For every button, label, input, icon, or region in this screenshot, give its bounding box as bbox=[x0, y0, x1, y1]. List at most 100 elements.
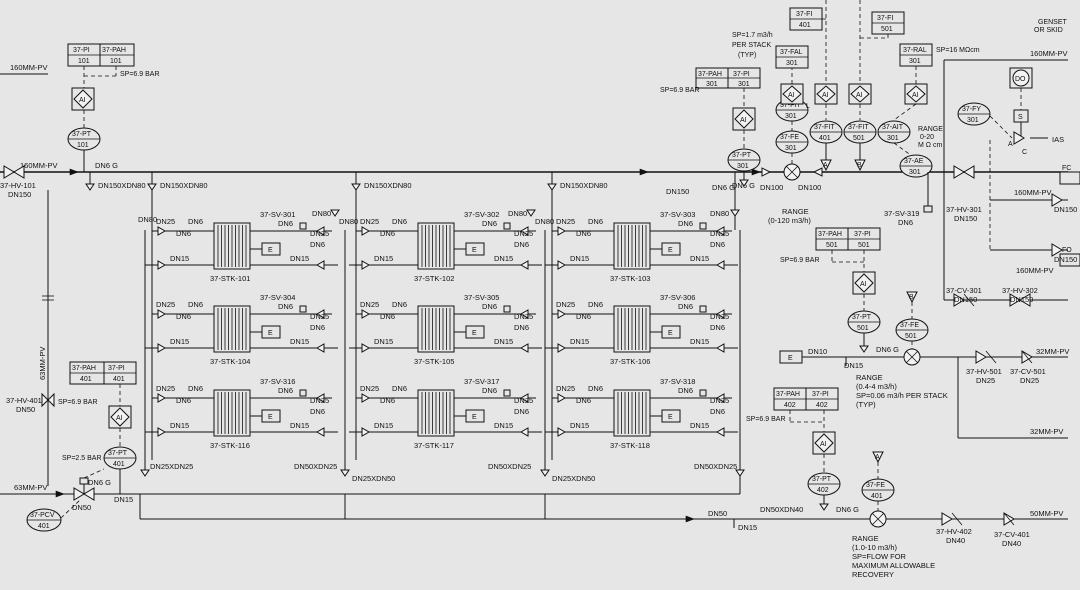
stack-outlet2-size: DN25 bbox=[310, 229, 329, 238]
pt401-num: 401 bbox=[113, 461, 125, 468]
stack-outlet2-size: DN25 bbox=[710, 312, 729, 321]
stack-drain-size: DN15 bbox=[170, 421, 189, 430]
pcv401-setpoint: SP=2.5 BAR bbox=[62, 455, 102, 462]
fit501-num: 501 bbox=[853, 135, 865, 142]
fit401-tag: 37-FIT bbox=[814, 124, 835, 131]
stack-inlet-size: DN25 bbox=[360, 384, 379, 393]
stack-relief-size: DN6 bbox=[278, 302, 293, 311]
stack-dn6-label: DN6 bbox=[176, 312, 191, 321]
fe501-offpage-b: B bbox=[909, 294, 914, 301]
outlet-63mm-label: 63MM-PV bbox=[14, 483, 47, 492]
dn10-label: DN10 bbox=[808, 347, 827, 356]
stack-dn6-label: DN6 bbox=[380, 396, 395, 405]
relief-valve bbox=[699, 222, 707, 230]
cv501-size: DN25 bbox=[1020, 376, 1039, 385]
stack-outlet2-size: DN25 bbox=[710, 229, 729, 238]
relief-valve bbox=[503, 389, 511, 397]
stack-relief-label: 37-SV-304 bbox=[260, 293, 295, 302]
ias-label: IAS bbox=[1052, 135, 1064, 144]
stack-inlet-size: DN25 bbox=[556, 300, 575, 309]
fe401-setpoint: SP=FLOW FOR bbox=[852, 552, 907, 561]
relief-valve bbox=[503, 305, 511, 313]
hv501-size: DN25 bbox=[976, 376, 995, 385]
stack-drain-size: DN15 bbox=[374, 421, 393, 430]
hv501-tag: 37-HV-501 bbox=[966, 367, 1002, 376]
return-reducer-6: DN50XDN25 bbox=[694, 462, 737, 471]
ai-fit401-letter: AI bbox=[822, 92, 829, 99]
pi402-tag: 37-PI bbox=[812, 391, 829, 398]
relief-valve bbox=[299, 389, 307, 397]
pi101-num: 101 bbox=[78, 58, 90, 65]
cv301-size: DN150 bbox=[954, 295, 977, 304]
stack-outlet-size: DN15 bbox=[690, 421, 709, 430]
stack-outlet-dn6: DN6 bbox=[514, 407, 529, 416]
electrode-letter: E bbox=[472, 414, 477, 421]
stack-outlet-size: DN15 bbox=[290, 254, 309, 263]
stack-label: 37-STK-116 bbox=[210, 441, 250, 450]
hv101-tag: 37-HV-101 bbox=[0, 181, 36, 190]
hv402-size: DN40 bbox=[946, 536, 965, 545]
stack-vent-size: DN6 bbox=[188, 384, 203, 393]
electrode-letter: E bbox=[472, 247, 477, 254]
riser-dn80-5: DN80 bbox=[535, 217, 554, 226]
instrument-pi101-group: 37-PI 101 37-PAH 101 SP=6.9 BAR AI 37-PT… bbox=[67, 43, 160, 172]
electrode-box bbox=[465, 242, 485, 256]
drain-size-label: DN15 bbox=[114, 495, 133, 504]
pt101-tap-label: DN6 G bbox=[95, 161, 118, 170]
stack-outlet-size: DN15 bbox=[494, 254, 513, 263]
fe401-range: RANGE bbox=[852, 534, 879, 543]
relief-valve bbox=[699, 389, 707, 397]
ral301-tag: 37-RAL bbox=[903, 47, 927, 54]
cv301-tag: 37-CV-301 bbox=[946, 286, 982, 295]
relief-valve bbox=[299, 305, 307, 313]
stack-drain-size: DN15 bbox=[374, 337, 393, 346]
stack-label: 37-STK-101 bbox=[210, 274, 250, 283]
electrode-box bbox=[465, 325, 485, 339]
pt301-tap-label: DN6 G bbox=[712, 183, 735, 192]
stack-outlet-size: DN15 bbox=[290, 421, 309, 430]
outlet-32mm-label: 32MM-PV bbox=[1036, 347, 1069, 356]
fe301-tag: 37-FE bbox=[780, 134, 799, 141]
inlet-valve-hv101: 160MM-PV 160MM-PV 37-HV-101 DN150 bbox=[0, 63, 58, 199]
electrode-letter: E bbox=[668, 414, 673, 421]
pi401-num: 401 bbox=[113, 376, 125, 383]
stack-vent-size: DN6 bbox=[392, 300, 407, 309]
stack-outlet-dn6: DN6 bbox=[310, 240, 325, 249]
pah101-num: 101 bbox=[110, 58, 122, 65]
stack-inlet-size: DN25 bbox=[556, 217, 575, 226]
electrode-box bbox=[261, 409, 281, 423]
return-reducer-2: DN50XDN25 bbox=[294, 462, 337, 471]
flow-element-fe301: DN100 DN100 RANGE (0-120 m3/h) 37-FE 301… bbox=[760, 45, 823, 225]
reducer-label-4: DN150XDN80 bbox=[560, 181, 608, 190]
pt501-tag: 37-PT bbox=[852, 314, 872, 321]
stack-label: 37-STK-117 bbox=[414, 441, 454, 450]
ai-fit301-letter: AI bbox=[788, 92, 795, 99]
stack-drain-size: DN15 bbox=[170, 254, 189, 263]
pt501-num: 501 bbox=[857, 325, 869, 332]
hv302-size: DN150 bbox=[1010, 295, 1033, 304]
stack-label: 37-STK-105 bbox=[414, 357, 454, 366]
relief-valve bbox=[699, 305, 707, 313]
fe501-setpoint: SP=0.06 m3/h PER STACK bbox=[856, 391, 948, 400]
pcv401-tag: 37-PCV bbox=[30, 512, 55, 519]
electrode-box bbox=[465, 409, 485, 423]
fal301-tag: 37-FAL bbox=[780, 49, 803, 56]
fy301-num: 301 bbox=[967, 117, 979, 124]
header-size-label: DN150 bbox=[666, 187, 689, 196]
fe501-num: 501 bbox=[905, 333, 917, 340]
bypass-63mm-line: 63MM-PV 63MM-PV bbox=[0, 190, 140, 498]
pt402-tap-label: DN6 G bbox=[836, 505, 859, 514]
electrode-letter: E bbox=[268, 414, 273, 421]
pt301-num: 301 bbox=[737, 163, 749, 170]
stack-label: 37-STK-104 bbox=[210, 357, 250, 366]
stack-drain-size: DN15 bbox=[570, 337, 589, 346]
stack-inlet-size: DN25 bbox=[156, 384, 175, 393]
instrument-fit401-group: 37-FI 401 AI 37-FIT 401 A bbox=[789, 0, 843, 172]
pi301-tag: 37-PI bbox=[733, 71, 750, 78]
stack-relief-size: DN6 bbox=[278, 219, 293, 228]
ai-101-letter: AI bbox=[79, 97, 86, 104]
stack-outlet2-size: DN25 bbox=[514, 312, 533, 321]
instrument-pi401-group: 37-PAH 401 37-PI 401 SP=6.9 BAR AI 37-PT… bbox=[6, 361, 137, 532]
